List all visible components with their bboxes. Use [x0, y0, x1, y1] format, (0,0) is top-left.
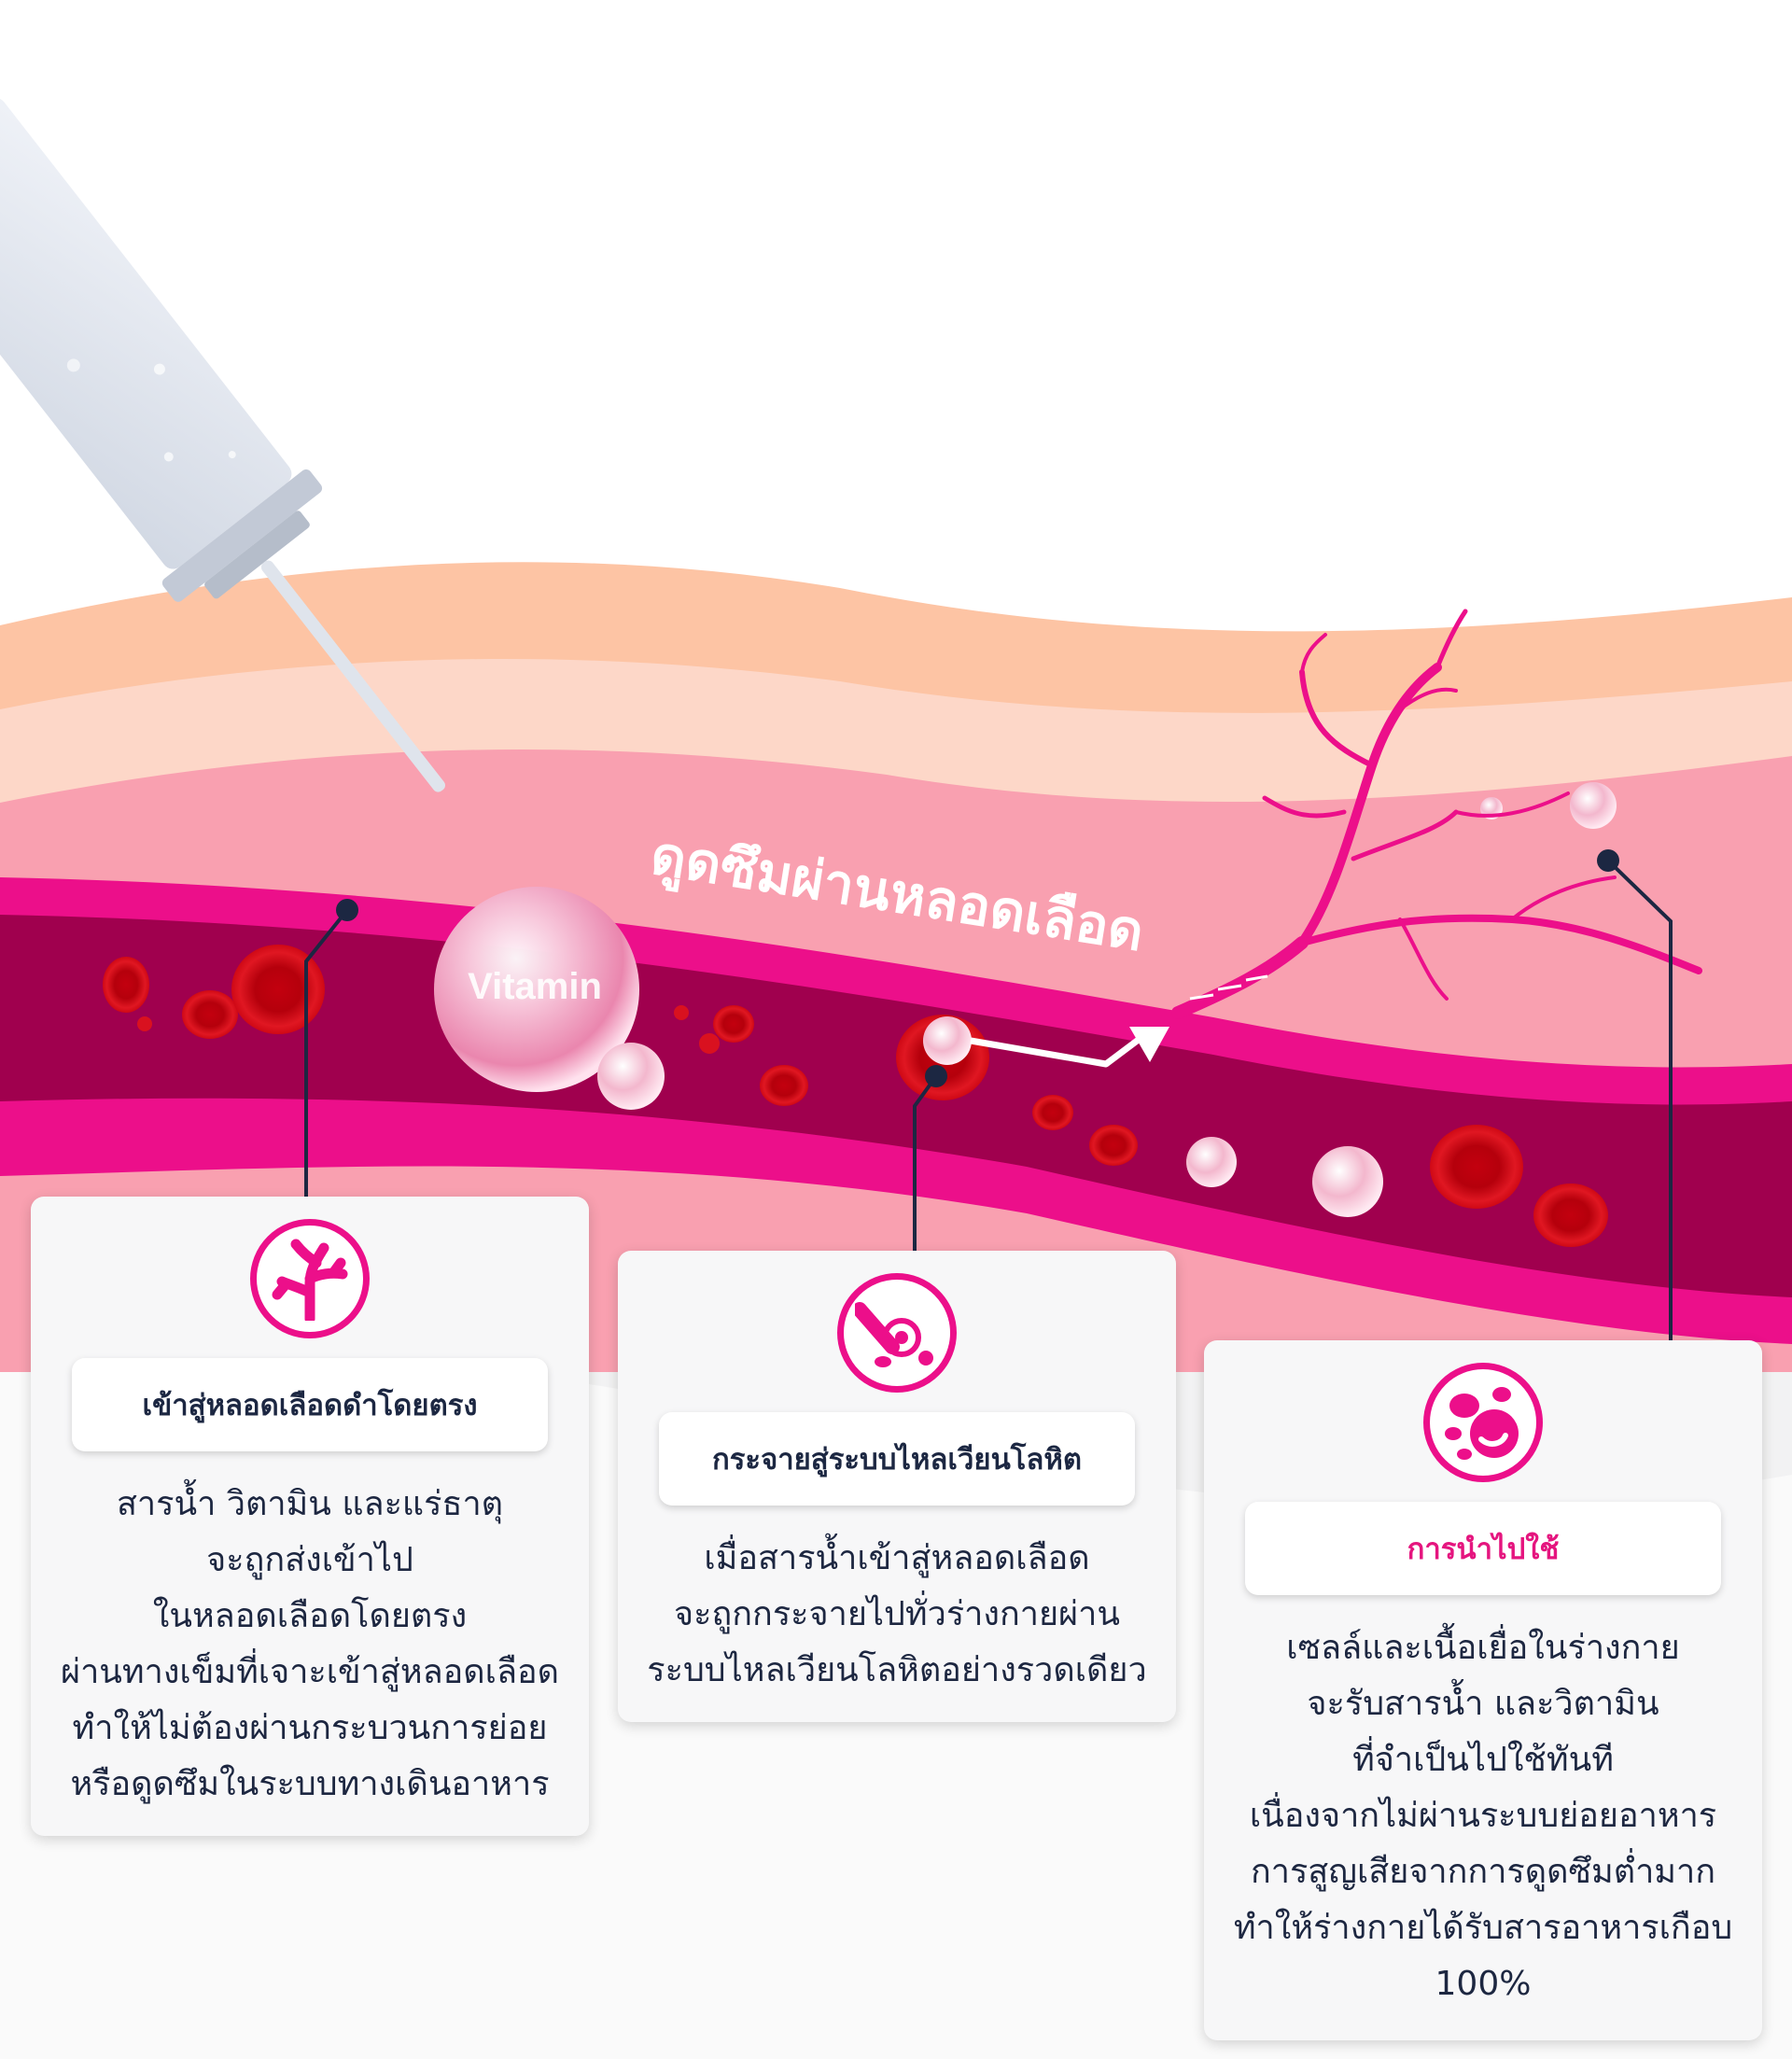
vitamin-bubbles — [434, 782, 1617, 1217]
step-description-2: เมื่อสารน้ำเข้าสู่หลอดเลือด จะถูกกระจายไ… — [647, 1539, 1147, 1689]
blood-cells-icon — [1423, 1363, 1543, 1482]
step-title-1: เข้าสู่หลอดเลือดดำโดยตรง — [72, 1358, 548, 1451]
step-card-3: การนำไปใช้ เซลล์และเนื้อเยื่อในร่างกาย จ… — [1204, 1340, 1762, 2040]
step-description-3: เซลล์และเนื้อเยื่อในร่างกาย จะรับสารน้ำ … — [1233, 1629, 1733, 2003]
step-card-1: เข้าสู่หลอดเลือดดำโดยตรง สารน้ำ วิตามิน … — [31, 1197, 589, 1836]
step-description-1: สารน้ำ วิตามิน และแร่ธาตุ จะถูกส่งเข้าไป… — [60, 1485, 560, 1803]
connector-lines — [304, 859, 1673, 1340]
syringe — [0, 97, 445, 792]
blood-vessel-flow-icon — [837, 1273, 957, 1393]
step-card-2: กระจายสู่ระบบไหลเวียนโลหิต เมื่อสารน้ำเข… — [618, 1251, 1176, 1722]
flow-arrow — [970, 974, 1268, 1068]
vein-branch-icon — [250, 1219, 370, 1338]
bubble-label: Vitamin — [468, 966, 602, 1007]
connector-dots — [336, 849, 1619, 1087]
red-blood-cells — [103, 945, 1608, 1247]
step-title-3: การนำไปใช้ — [1245, 1502, 1721, 1595]
step-title-2: กระจายสู่ระบบไหลเวียนโลหิต — [659, 1412, 1135, 1506]
